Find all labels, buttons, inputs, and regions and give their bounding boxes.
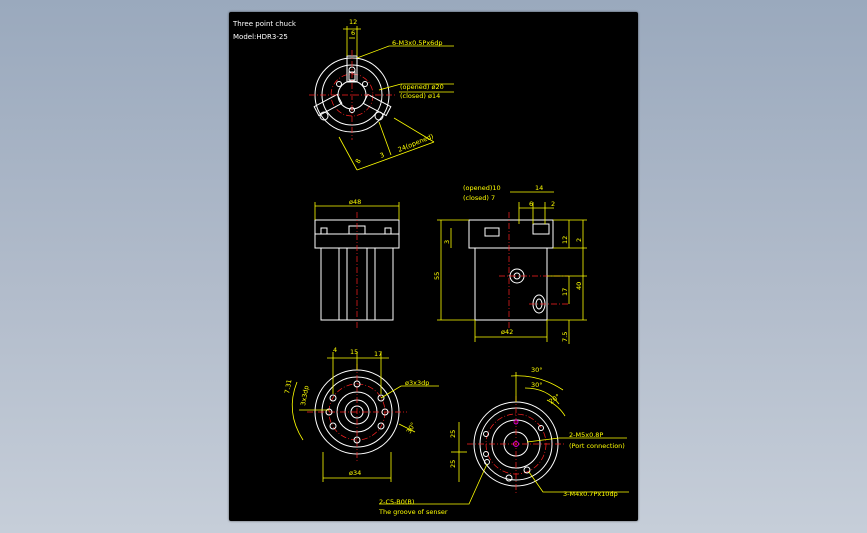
br-port-connection: (Port connection) (569, 442, 625, 450)
bl-dim-731: 7.31 (283, 379, 293, 395)
cad-drawing: Three point chuck Model:HDR3-25 12 6 6-M… (232, 18, 629, 516)
side-view: 55 3 (opened)10 (closed) 7 14 6 2 12 2 4… (433, 184, 587, 344)
bl-angle-30: 30° (405, 421, 418, 435)
title-line-1: Three point chuck (232, 20, 297, 28)
dim-24-opened: 24(opened) (397, 132, 435, 154)
dim-2-top: 2 (551, 200, 555, 208)
br-m4-note: 3-M4x0.7Px10dp (563, 490, 618, 498)
front-view: ø48 (314, 198, 400, 328)
side-opened-10: (opened)10 (463, 184, 501, 192)
opened-dia: (opened) ø20 (400, 83, 444, 91)
title-line-2: Model:HDR3-25 (233, 33, 288, 41)
bl-dia-34: ø34 (349, 469, 361, 477)
top-view: 12 6 6-M3x0.5Px6dp (opened) ø20 (closed)… (309, 18, 454, 171)
dim-12-side: 12 (561, 236, 569, 244)
bl-dim-4: 4 (333, 346, 337, 354)
dim-6: 6 (351, 29, 355, 37)
side-closed-7: (closed) 7 (463, 194, 495, 202)
front-dia-48: ø48 (349, 198, 361, 206)
groove-leader (379, 463, 488, 505)
groove-line-1: 2-C5-B0(B) (379, 498, 414, 506)
br-dim-25a: 25 (449, 430, 457, 438)
groove-line-2: The groove of senser (378, 508, 448, 516)
br-dim-25b: 25 (449, 460, 457, 468)
dim-7-5: 7.5 (561, 332, 569, 342)
bl-dim-3x3dp: 3x3dp (299, 385, 310, 406)
dim-17-side: 17 (561, 288, 569, 296)
dim-8: 8 (354, 157, 363, 165)
dim-14: 14 (535, 184, 543, 192)
dim-12: 12 (349, 18, 357, 26)
thread-note: 6-M3x0.5Px6dp (392, 39, 443, 47)
side-dia-42: ø42 (501, 328, 513, 336)
dim-2-side: 2 (575, 238, 583, 242)
dim-6-side: 6 (529, 200, 533, 208)
br-port-thread: 2-M5x0.8P (569, 431, 603, 439)
bottom-right-view: 30° 30° 20° 2-M5x0.8P (Port connection) … (449, 366, 629, 498)
closed-dia: (closed) ø14 (400, 92, 440, 100)
dim-55: 55 (433, 272, 441, 280)
dim-3-side: 3 (443, 240, 451, 244)
dim-3: 3 (379, 151, 386, 160)
bottom-left-view: 4 15 17 7.31 3x3dp ø3x3dp 30° ø34 (283, 346, 439, 482)
drawing-sheet: Three point chuck Model:HDR3-25 12 6 6-M… (229, 12, 638, 521)
br-angle-30b: 30° (531, 381, 543, 389)
br-angle-30a: 30° (531, 366, 543, 374)
br-angle-20: 20° (548, 392, 562, 405)
bl-dim-15: 15 (350, 348, 358, 356)
dim-40: 40 (575, 282, 583, 290)
bl-hole-note: ø3x3dp (405, 379, 429, 387)
bl-dim-17: 17 (374, 350, 382, 358)
